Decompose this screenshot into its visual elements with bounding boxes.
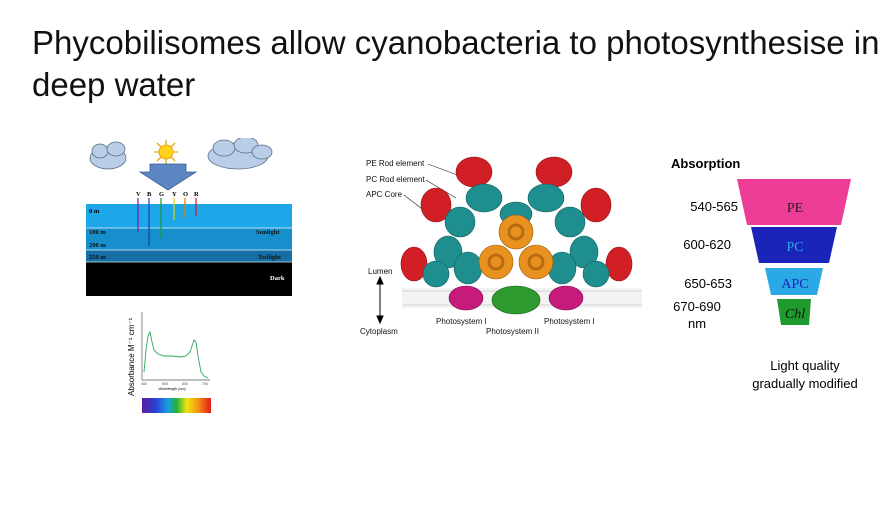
spectrum-tick: 700 bbox=[202, 382, 208, 386]
ocean-light-figure: V B G Y O R 0 m 100 m 200 m bbox=[86, 138, 292, 296]
photosystem-1-label: Photosystem I bbox=[544, 317, 595, 326]
depth-label: 200 m bbox=[89, 242, 106, 249]
water-layer-twilight bbox=[86, 250, 292, 262]
spectrum-tick: 400 bbox=[141, 382, 147, 386]
chl-pigment-label: Chl bbox=[785, 307, 805, 322]
zone-label: Sunlight bbox=[256, 229, 280, 236]
absorption-title: Absorption bbox=[671, 156, 741, 171]
wavelength-range-pe: 540-565 bbox=[690, 199, 738, 214]
funnel-level-chl bbox=[777, 299, 811, 325]
funnel-level-pc bbox=[751, 227, 837, 263]
photosystem-1 bbox=[548, 285, 584, 311]
color-letter: V bbox=[136, 191, 141, 198]
lumen-label: Lumen bbox=[368, 267, 392, 276]
pe-rod-label: PE Rod element bbox=[366, 159, 425, 168]
absorption-funnel: PE PC APC Chl bbox=[737, 179, 853, 329]
photosystem-2 bbox=[491, 285, 541, 315]
depth-label: 0 m bbox=[89, 208, 100, 215]
zone-label: Twilight bbox=[258, 254, 282, 261]
spectrum-tick: 500 bbox=[162, 382, 168, 386]
pc-rod-elements bbox=[422, 183, 610, 288]
cloud-icon bbox=[89, 141, 127, 170]
wavelength-range-pc: 600-620 bbox=[683, 237, 731, 252]
absorbance-spectrum-figure: Absorbance M⁻¹ cm⁻¹ 400 500 600 700 Wave… bbox=[120, 310, 220, 416]
funnel-level-apc bbox=[765, 268, 823, 295]
sun-icon bbox=[154, 140, 178, 164]
color-letter: O bbox=[183, 191, 188, 198]
apc-pigment-label: APC bbox=[781, 277, 808, 292]
photosystem-2-label: Photosystem II bbox=[486, 327, 539, 336]
color-letter: B bbox=[147, 191, 152, 198]
color-letter: Y bbox=[172, 191, 177, 198]
cytoplasm-label: Cytoplasm bbox=[360, 327, 398, 336]
membrane-axis-arrow bbox=[376, 275, 384, 325]
pe-rod-elements bbox=[400, 156, 633, 282]
color-letter: R bbox=[194, 191, 199, 198]
water-layer-surface bbox=[86, 204, 292, 228]
spectrum-xlabel: Wavelength (nm) bbox=[158, 387, 185, 391]
photosystem-1 bbox=[448, 285, 484, 311]
spectrum-tick: 600 bbox=[182, 382, 188, 386]
slide-title: Phycobilisomes allow cyanobacteria to ph… bbox=[32, 24, 880, 103]
color-letters: V B G Y O R bbox=[136, 191, 199, 198]
depth-label: 250 m bbox=[89, 254, 106, 261]
light-arrow bbox=[138, 163, 198, 191]
visible-spectrum-bar bbox=[142, 398, 211, 413]
wavelength-range-apc: 650-653 bbox=[684, 276, 732, 291]
water-layer-sunlight bbox=[86, 228, 292, 250]
light-quality-caption: Light quality gradually modified bbox=[752, 358, 858, 391]
absorbance-curve bbox=[143, 330, 209, 379]
spectrum-ylabel: Absorbance M⁻¹ cm⁻¹ bbox=[127, 317, 136, 396]
pc-pigment-label: PC bbox=[786, 240, 803, 255]
zone-label: Dark bbox=[270, 275, 285, 282]
pc-rod-label: PC Rod element bbox=[366, 175, 425, 184]
water-layer-dark bbox=[86, 262, 292, 296]
apc-core-label: APC Core bbox=[366, 190, 403, 199]
funnel-level-pe bbox=[737, 179, 851, 225]
photosystem-1-label: Photosystem I bbox=[436, 317, 487, 326]
apc-core bbox=[478, 214, 554, 280]
cloud-icon bbox=[207, 138, 273, 170]
wavelength-range-chl: 670-690 nm bbox=[673, 299, 721, 331]
depth-label: 100 m bbox=[89, 229, 106, 236]
pe-pigment-label: PE bbox=[787, 201, 803, 216]
phycobilisome-figure: PE Rod element PC Rod element APC Core L… bbox=[356, 150, 646, 340]
color-letter: G bbox=[159, 191, 164, 198]
